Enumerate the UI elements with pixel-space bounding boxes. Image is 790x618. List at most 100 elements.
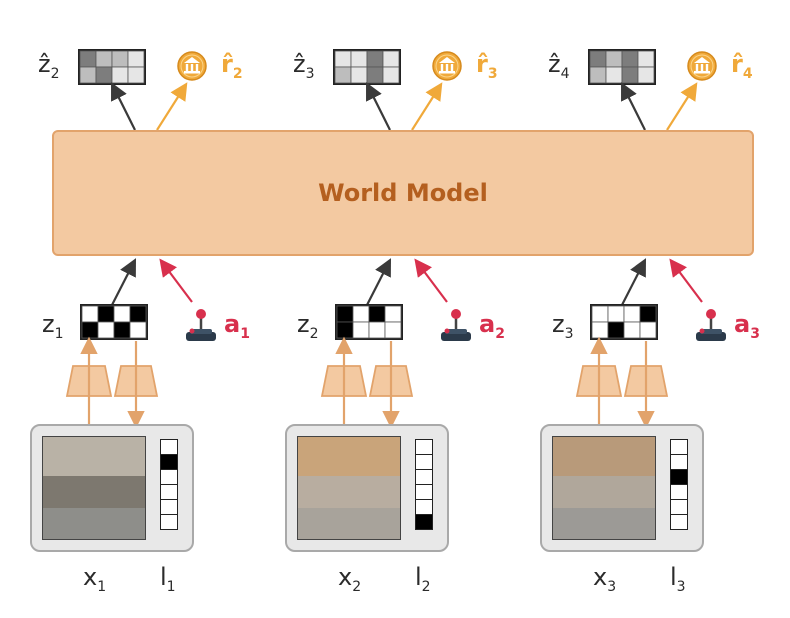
l-label-2-symbol: l [415,563,422,591]
action-joystick-icon-3-knob [706,309,716,319]
l-label-1: l1 [160,565,176,599]
z-grid-1-cell [97,305,115,323]
z-hat-label-2-subscript: 3 [305,66,315,82]
a-label-2: a2 [479,312,505,346]
z-grid-3-cell [639,305,657,323]
z-hat-grid-3-cell [621,66,639,84]
z-hat-label-1-symbol: ẑ [38,50,51,78]
action-joystick-icon-2-top [445,329,467,334]
label-strip-cell [160,454,178,470]
label-strip-cell [160,499,178,515]
image-floor [298,508,400,539]
reward-coin-icon-1-rim [180,54,204,78]
image-ceil [298,437,400,476]
reward-coin-icon-2-rim [435,54,459,78]
reward-coin-icon-2-base [439,71,455,74]
observation-image-1 [42,436,146,540]
z-hat-grid-2-cell [366,66,384,84]
z-hat-arrow-3 [621,82,646,131]
z-hat-grid-1-cell [111,66,129,84]
z-label-1: z1 [42,312,64,346]
z-hat-grid-1-cell [95,66,113,84]
z-hat-grid-1-cell [79,66,97,84]
z-grid-2-cell [368,321,386,339]
z-label-1-symbol: z [42,310,55,338]
label-strip-cell [670,469,688,485]
z-hat-grid-3-cell [637,50,655,68]
l-label-1-subscript: 1 [166,579,176,595]
l-label-3-symbol: l [670,563,677,591]
a-label-2-symbol: a [479,310,496,338]
l-label-2-subscript: 2 [421,579,431,595]
z-arrow-2 [366,258,392,306]
z-label-3-subscript: 3 [564,326,574,342]
z-grid-3-cell [591,305,609,323]
z-hat-grid-2-cell [350,66,368,84]
z-hat-grid-1-cell [79,50,97,68]
z-grid-2-cell [384,321,402,339]
observation-frame-1 [30,424,194,552]
label-strip-cell [670,499,688,515]
a-label-2-subscript: 2 [495,326,505,342]
label-strip-cell [670,484,688,500]
z-hat-label-3-symbol: ẑ [548,50,561,78]
image-floor [553,508,655,539]
l-label-3-subscript: 3 [676,579,686,595]
r-hat-label-3-subscript: 4 [742,66,753,82]
z-grid-2-cell [352,305,370,323]
label-strip-cell [160,439,178,455]
action-joystick-icon-1-knob [196,309,206,319]
z-grid-1-cell [81,305,99,323]
label-strip-cell [415,469,433,485]
z-grid-3-cell [623,305,641,323]
z-hat-grid-3-cell [605,66,623,84]
label-strip-cell [415,514,433,530]
z-hat-grid-2-cell [366,50,384,68]
r-hat-label-1-subscript: 2 [232,66,243,82]
x-label-1: x1 [83,565,106,599]
z-hat-arrow-1 [111,82,136,131]
x-label-2-subscript: 2 [352,579,362,595]
label-strip-3 [670,439,688,530]
x-label-3-symbol: x [593,563,608,591]
a-arrow-3 [669,258,703,303]
image-ceil [553,437,655,476]
label-strip-cell [160,484,178,500]
reward-coin-icon-2-pillar [450,64,454,71]
r-hat-label-2-symbol: r̂ [476,50,488,78]
z-label-1-subscript: 1 [54,326,64,342]
r-hat-arrow-3 [666,82,698,131]
r-hat-label-3-symbol: r̂ [731,50,743,78]
x-label-2: x2 [338,565,361,599]
z-label-3-symbol: z [552,310,565,338]
observation-frame-3 [540,424,704,552]
image-wall [553,475,655,509]
label-strip-cell [670,514,688,530]
x-label-2-symbol: x [338,563,353,591]
z-label-2-symbol: z [297,310,310,338]
a-label-3-subscript: 3 [750,326,760,342]
reward-coin-icon-2-pillar [445,64,449,71]
reward-coin-icon-3-roof [694,57,710,63]
z-hat-label-2: ẑ3 [293,52,315,86]
z-hat-label-1-subscript: 2 [50,66,60,82]
label-strip-cell [415,439,433,455]
label-strip-1 [160,439,178,530]
label-strip-cell [160,469,178,485]
z-hat-grid-2-cell [334,66,352,84]
label-strip-cell [160,514,178,530]
observation-image-3 [552,436,656,540]
reward-coin-icon-3-pillar [705,64,709,71]
z-hat-grid-3-cell [637,66,655,84]
image-floor [43,508,145,539]
label-strip-cell [415,499,433,515]
reward-coin-icon-3-pillar [695,64,699,71]
z-arrow-3 [621,258,647,306]
action-joystick-icon-1 [186,332,216,341]
a-label-1-symbol: a [224,310,241,338]
z-label-2-subscript: 2 [309,326,319,342]
a-arrow-2 [414,258,448,303]
reward-coin-icon-1-pillar [190,64,194,71]
action-joystick-icon-1-button [189,328,195,334]
label-strip-cell [415,454,433,470]
